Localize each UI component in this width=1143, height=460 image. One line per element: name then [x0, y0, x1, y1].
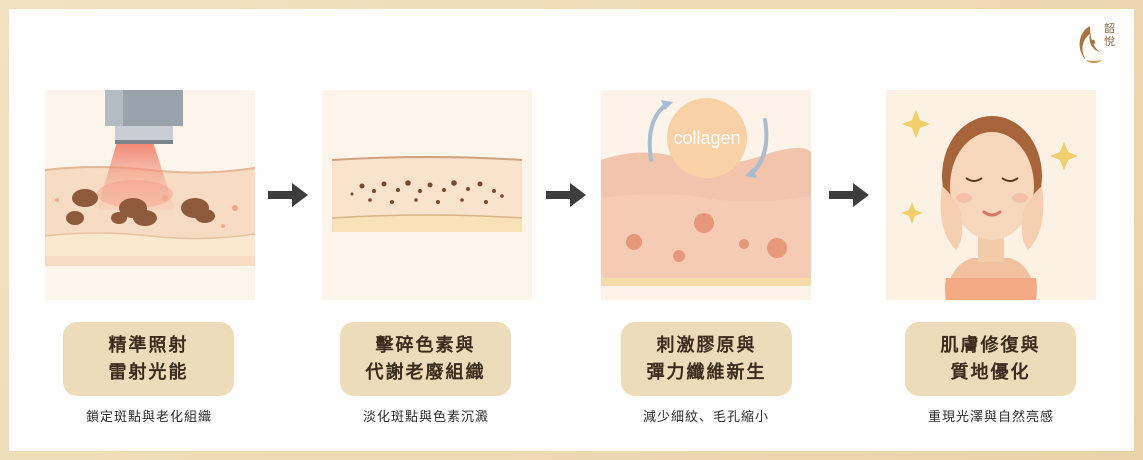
step-3-title-line-2: 彈力纖維新生: [646, 362, 767, 383]
collagen-panel: collagen: [601, 90, 811, 300]
step-2-title: 擊碎色素與 代謝老廢組織: [340, 322, 511, 396]
step-2-title-line-2: 代謝老廢組織: [365, 362, 486, 383]
step-4-title: 肌膚修復與 質地優化: [905, 322, 1076, 396]
step-4-caption: 重現光澤與自然亮感: [927, 410, 1054, 425]
sparkle-icon: [901, 110, 1078, 224]
step-1-title-line-2: 雷射光能: [108, 362, 189, 383]
face-panel: [886, 90, 1096, 300]
step-3-title-line-1: 刺激膠原與: [656, 335, 757, 356]
step-4-title-line-1: 肌膚修復與: [940, 335, 1041, 356]
laser-panel: [45, 90, 255, 300]
step-3-title: 刺激膠原與 彈力纖維新生: [621, 322, 792, 396]
brand-name: 韶悅: [1104, 22, 1115, 48]
arrow-right-icon: [546, 183, 586, 207]
step-4-title-line-2: 質地優化: [950, 362, 1031, 383]
logo-icon: [1079, 26, 1102, 63]
laser-device-icon: [105, 90, 183, 144]
pigment-panel: [322, 90, 532, 300]
step-3-caption: 減少細紋、毛孔縮小: [642, 410, 769, 425]
step-2-title-line-1: 擊碎色素與: [375, 335, 476, 356]
step-1-caption: 鎖定斑點與老化組織: [85, 410, 212, 425]
step-1-title: 精準照射 雷射光能: [63, 322, 234, 396]
arrow-right-icon: [829, 183, 869, 207]
step-1-title-line-1: 精準照射: [108, 335, 189, 356]
collagen-bubble-label: collagen: [673, 128, 740, 148]
collagen-cycle-icon: [647, 100, 769, 178]
arrow-right-icon: [268, 183, 308, 207]
step-2-caption: 淡化斑點與色素沉澱: [362, 410, 489, 425]
